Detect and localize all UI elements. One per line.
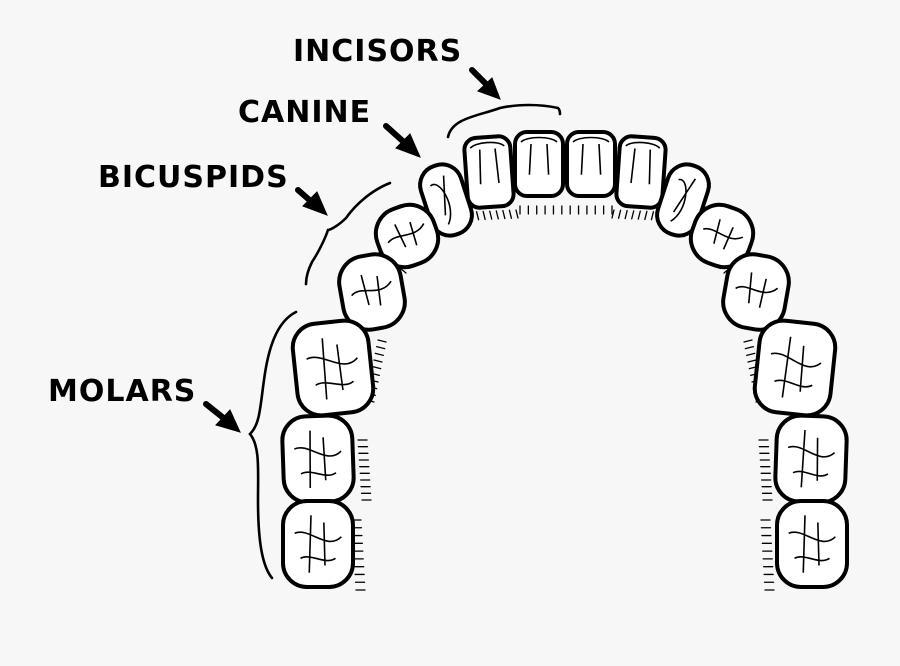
incisor-tooth	[513, 130, 565, 198]
hatch-stroke	[374, 352, 384, 356]
molar-tooth	[290, 318, 376, 418]
hatch-stroke	[650, 211, 655, 221]
incisors-brace	[446, 103, 562, 139]
hatch-stroke	[495, 210, 499, 220]
arrow-icon	[383, 123, 421, 158]
incisor-tooth	[565, 130, 617, 198]
hatch-stroke	[475, 211, 480, 221]
arrow-icon	[203, 401, 241, 433]
pointer-arrows	[203, 67, 501, 433]
hatch-stroke	[489, 210, 493, 220]
hatch-stroke	[372, 366, 382, 370]
hatch-stroke	[744, 346, 754, 350]
hatch-stroke	[631, 210, 635, 220]
hatch-stroke	[508, 209, 513, 219]
hatch-stroke	[637, 210, 641, 220]
molars-brace	[248, 310, 298, 580]
hatch-stroke	[743, 339, 753, 343]
molar-tooth	[281, 499, 355, 589]
hatch-stroke	[747, 359, 757, 363]
arrow-icon	[469, 67, 501, 100]
hatch-stroke	[502, 209, 506, 220]
canine-bicuspids-brace	[304, 181, 392, 286]
premolar-tooth	[373, 202, 441, 270]
hatch-stroke	[611, 209, 615, 219]
hatch-stroke	[644, 210, 648, 221]
molar-tooth	[773, 413, 849, 505]
incisor-tooth	[462, 134, 516, 210]
molar-tooth	[752, 318, 838, 418]
premolar-tooth	[337, 252, 407, 332]
hatch-stroke	[482, 210, 486, 221]
incisor-tooth	[614, 134, 668, 210]
hatch-stroke	[373, 359, 383, 363]
molar-tooth	[775, 499, 849, 589]
hatch-stroke	[746, 352, 756, 356]
molar-tooth	[280, 413, 356, 505]
bicuspids-label: BICUSPIDS	[98, 160, 289, 195]
hatch-stroke	[377, 339, 387, 343]
hatch-stroke	[376, 346, 386, 350]
teeth-group	[280, 130, 849, 589]
hatch-stroke	[617, 209, 622, 219]
premolar-tooth	[688, 202, 756, 270]
molars-label: MOLARS	[48, 374, 197, 409]
incisors-label: INCISORS	[293, 34, 463, 69]
hatch-stroke	[515, 209, 519, 219]
brace-markers	[248, 103, 562, 580]
canine-label: CANINE	[238, 95, 372, 130]
premolar-tooth	[721, 252, 791, 332]
hatch-stroke	[624, 209, 628, 220]
arrow-icon	[295, 187, 328, 216]
